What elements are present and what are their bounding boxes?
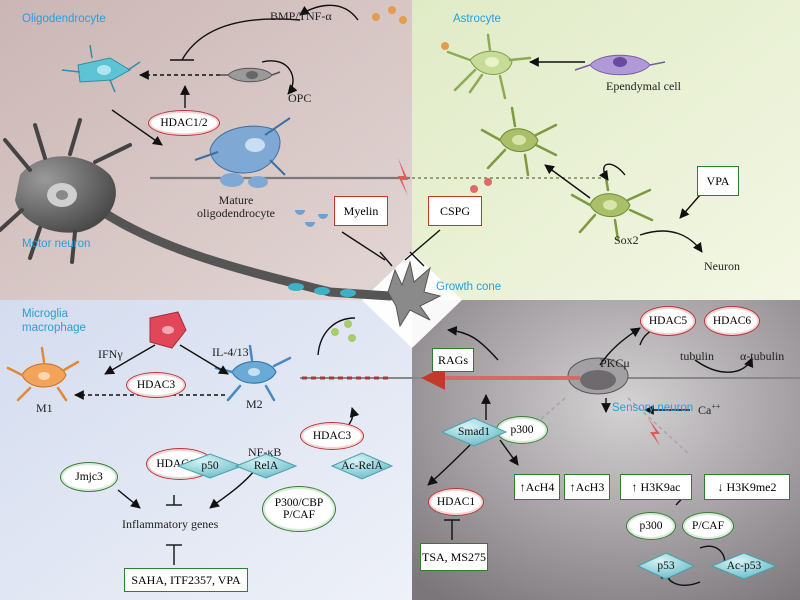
myelin-debris	[295, 210, 328, 227]
ac-rela-label: Ac-RelA	[341, 460, 383, 472]
mature-oligodendrocyte-label: Mature oligodendrocyte	[197, 193, 275, 221]
bmp-signal-dots	[372, 6, 449, 50]
cspg-box: CSPG	[428, 196, 482, 226]
neuron-label: Neuron	[704, 259, 740, 273]
tubulin-label: tubulin	[680, 349, 715, 363]
astrocyte-cell-top	[446, 33, 532, 100]
opc-label: OPC	[288, 91, 312, 105]
ependymal-cell-shape	[574, 54, 666, 76]
ca-spark	[648, 418, 660, 446]
p300-bottom-ellipse: p300	[626, 512, 676, 540]
oligodendrocyte-cell	[61, 44, 141, 93]
sensory-neuron-soma	[499, 357, 691, 456]
mature-oligodendrocyte-cell	[194, 117, 291, 188]
ifng-label: IFNγ	[98, 347, 123, 361]
opc-cell	[220, 67, 281, 83]
oligodendrocyte-region	[0, 0, 412, 300]
h3k9ac-box: ↑ H3K9ac	[620, 474, 692, 500]
astrocyte-cell-bottom	[570, 170, 654, 242]
ac-p53-label: Ac-p53	[726, 560, 762, 572]
pathway-arrows	[74, 4, 754, 586]
bmp-tnf-label: BMP/TNF-α	[270, 9, 332, 23]
p300-cbp-pcaf-ellipse: P300/CBP P/CAF	[262, 486, 336, 532]
microglia-region-label: Microglia macrophage	[22, 308, 86, 334]
h3k9me2-box: ↓ H3K9me2	[704, 474, 790, 500]
hdac3-nfkb-ellipse: HDAC3	[300, 422, 364, 450]
tsa-ms275-box: TSA, MS275	[420, 543, 488, 571]
astrocyte-region	[412, 0, 800, 300]
motor-neuron-cell	[0, 118, 132, 264]
microglia-precursor	[149, 311, 187, 349]
rags-box: RAGs	[432, 348, 474, 372]
sensory-neuron-label: Sensory neuron	[612, 402, 694, 414]
motor-neuron-axon	[95, 205, 395, 301]
astrocyte-region-label: Astrocyte	[453, 13, 501, 25]
m2-secretion-dots	[331, 320, 356, 342]
m1-label: M1	[36, 401, 53, 415]
myelin-box: Myelin	[334, 196, 388, 226]
hdac1-ellipse: HDAC1	[428, 488, 484, 516]
pcaf-ellipse: P/CAF	[682, 512, 734, 540]
smad1-label: Smad1	[458, 426, 490, 438]
il4-label: IL-4/13	[212, 345, 249, 359]
rela-label: RelA	[253, 460, 279, 472]
hdac6-ellipse: HDAC6	[704, 306, 760, 336]
hdac12-top-ellipse: HDAC1/2	[148, 110, 220, 136]
astrocyte-cell-mid	[480, 106, 558, 177]
m1-cell-shape	[6, 346, 80, 402]
motor-neuron-label: Motor neuron	[22, 238, 91, 250]
cspg-dots	[470, 178, 492, 193]
m2-label: M2	[246, 397, 263, 411]
injury-spark	[398, 158, 408, 196]
oligodendrocyte-region-label: Oligodendrocyte	[22, 13, 106, 25]
p300-smad-ellipse: p300	[496, 416, 548, 444]
vpa-box: VPA	[697, 166, 739, 196]
growth-cone-label: Growth cone	[436, 281, 502, 293]
ach3-box: ↑AcH3	[564, 474, 610, 500]
microglia-region	[0, 300, 412, 600]
pkc-label: PKCμ	[600, 356, 630, 370]
p50-label: p50	[201, 460, 219, 472]
growth-cone-shape	[387, 260, 442, 328]
p53-label: p53	[657, 560, 675, 572]
hdac5-ellipse: HDAC5	[640, 306, 696, 336]
ach4-box: ↑AcH4	[514, 474, 560, 500]
alpha-tubulin-label: α-tubulin	[740, 349, 785, 363]
hdac3-m1-ellipse: HDAC3	[126, 372, 186, 398]
ependymal-cell-label: Ependymal cell	[606, 79, 681, 93]
saha-itf-vpa-box: SAHA, ITF2357, VPA	[124, 568, 248, 592]
ca-label: Ca++	[698, 402, 721, 417]
inflammatory-genes-label: Inflammatory genes	[122, 517, 219, 531]
jmjc3-ellipse: Jmjc3	[60, 462, 118, 492]
axon-nodes	[288, 283, 356, 297]
sox2-label: Sox2	[614, 233, 639, 247]
